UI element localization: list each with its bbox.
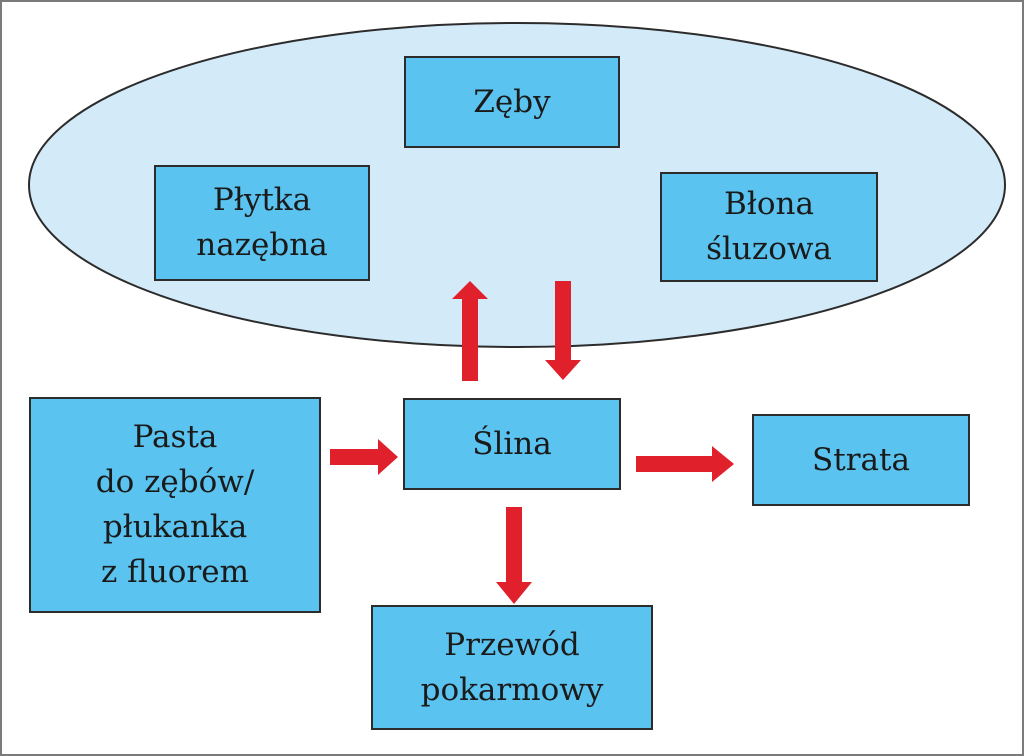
arrow-saliva-to-digestive-tract: [496, 507, 532, 604]
toothpaste-box: Pasta do zębów/ płukanka z fluorem: [29, 397, 321, 613]
teeth-box: Zęby: [404, 56, 620, 148]
arrow-toothpaste-to-saliva: [330, 439, 398, 475]
saliva-box: Ślina: [403, 398, 621, 490]
arrow-oral-surfaces-to-saliva: [545, 281, 581, 380]
arrow-saliva-to-loss: [636, 446, 734, 482]
plaque-box: Płytka nazębna: [154, 165, 370, 281]
arrow-saliva-to-oral-surfaces: [452, 281, 488, 381]
mucosa-box: Błona śluzowa: [660, 172, 878, 282]
digestive-tract-box: Przewód pokarmowy: [371, 605, 653, 730]
loss-box: Strata: [752, 414, 970, 506]
